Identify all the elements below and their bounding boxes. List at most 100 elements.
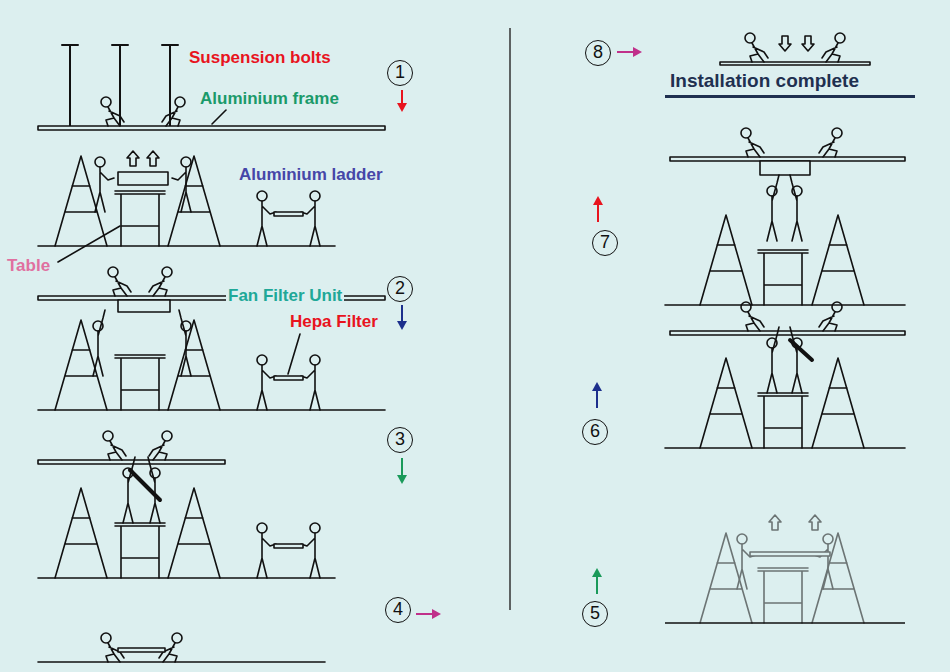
part-label: Aluminium ladder (237, 165, 385, 185)
illustration-use (819, 302, 842, 331)
direction-arrow (401, 90, 403, 104)
direction-arrow (633, 47, 642, 57)
part-label: Table (5, 256, 52, 276)
illustration-use (812, 215, 864, 305)
part-label: Fan Filter Unit (226, 286, 344, 306)
part-label: Hepa Filter (288, 312, 380, 332)
illustration-use (758, 250, 808, 305)
direction-arrow (401, 458, 403, 476)
illustration-use (745, 33, 768, 62)
illustration-path (288, 334, 300, 374)
callout-circle: 2 (387, 276, 413, 302)
direction-arrow (397, 321, 407, 330)
illustration-use (115, 523, 165, 578)
illustration-use (168, 156, 220, 246)
illustration-use (779, 36, 791, 51)
callout-number: 7 (600, 233, 610, 253)
illustration-use (301, 191, 320, 246)
illustration-use (758, 568, 808, 623)
step-7-scene (665, 128, 905, 305)
illustration-use (162, 97, 185, 126)
callout-number: 8 (593, 43, 603, 63)
callout-circle: 6 (582, 419, 608, 445)
callout-circle: 4 (385, 597, 411, 623)
callout-number: 4 (393, 600, 403, 620)
illustration-use (822, 33, 845, 62)
illustration-use (809, 515, 821, 530)
step-3-scene (38, 431, 335, 578)
illustration-rect (38, 126, 385, 130)
illustration-line (665, 304, 905, 306)
illustration-use (168, 488, 220, 578)
illustration-use (101, 97, 124, 126)
direction-arrow (593, 196, 603, 205)
direction-arrow (397, 475, 407, 484)
illustration-rect (38, 460, 225, 464)
direction-arrow (617, 51, 634, 53)
callout-circle: 5 (582, 601, 608, 627)
illustration-use (758, 393, 808, 448)
illustration-use (95, 157, 114, 212)
callout-number: 2 (395, 279, 405, 299)
step-1-scene (38, 45, 385, 130)
illustration-path (212, 110, 226, 124)
illustration-line (38, 577, 335, 579)
illustration-rect (274, 544, 303, 548)
illustration-use (147, 151, 159, 166)
illustration-path (58, 226, 120, 262)
callout-number: 5 (590, 604, 600, 624)
illustration-use (93, 310, 105, 376)
callout-circle: 7 (592, 230, 618, 256)
illustration-use (127, 151, 139, 166)
illustration-use (168, 320, 220, 410)
illustration-line (665, 447, 905, 449)
illustration-path (130, 470, 160, 500)
illustration-use (769, 515, 781, 530)
illustration-use (812, 533, 864, 623)
illustration-use (108, 267, 131, 296)
illustration-use (790, 327, 802, 393)
illustration-use (103, 431, 126, 460)
direction-arrow (432, 609, 441, 619)
illustration-path (62, 45, 178, 126)
illustration-use (55, 156, 107, 246)
illustration-rect (720, 62, 870, 65)
direction-arrow (596, 390, 598, 408)
illustration-rect (274, 376, 303, 380)
step-8-scene (720, 33, 870, 65)
illustration-use (149, 431, 172, 460)
illustration-use (123, 457, 135, 523)
illustration-use (802, 36, 814, 51)
illustration-use (737, 534, 756, 589)
callout-number: 1 (395, 63, 405, 83)
direction-arrow (596, 576, 598, 594)
direction-arrow (592, 382, 602, 391)
part-label: Suspension bolts (187, 48, 333, 68)
illustration-use (814, 534, 833, 589)
illustration-use (172, 157, 191, 212)
floor-line (665, 622, 905, 624)
illustration-rect (118, 648, 165, 652)
illustration-rect (118, 300, 170, 312)
step-6-scene (665, 302, 905, 448)
callout-number: 6 (590, 422, 600, 442)
completed-ceiling (665, 95, 915, 98)
illustration-line (38, 245, 335, 247)
illustration-use (115, 355, 165, 410)
illustration-use (812, 358, 864, 448)
direction-arrow (416, 613, 433, 615)
illustration-use (179, 310, 191, 376)
illustration-use (700, 358, 752, 448)
illustration-use (700, 215, 752, 305)
illustration-use (301, 523, 320, 578)
illustration-line (38, 409, 385, 411)
callout-circle: 8 (585, 40, 611, 66)
illustration-line (38, 661, 325, 663)
column-divider (509, 28, 511, 610)
illustration-rect (760, 161, 810, 175)
step-4-scene (38, 633, 325, 662)
step-2-scene (38, 267, 385, 410)
illustration-use (257, 523, 276, 578)
direction-arrow (401, 305, 403, 322)
